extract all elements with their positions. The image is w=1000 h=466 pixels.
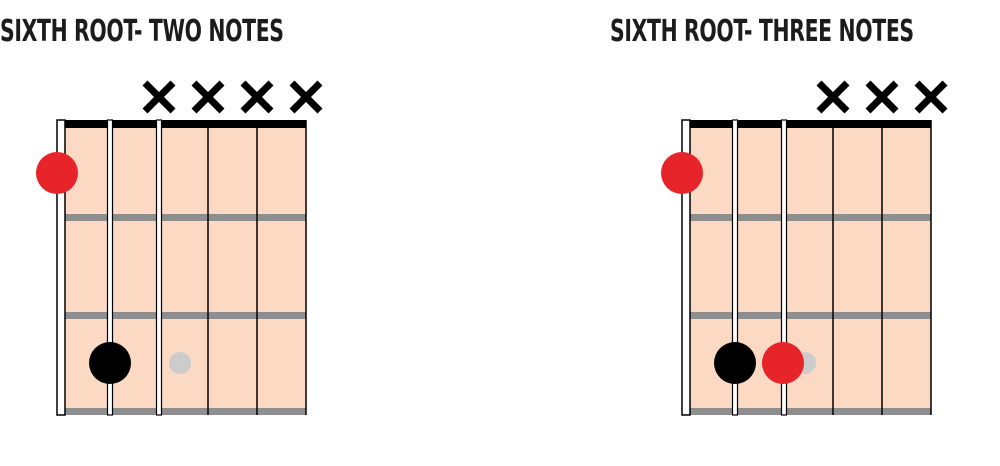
fret-wire-2 [61, 312, 306, 319]
mute-mark-string-5 [240, 80, 274, 114]
note-dot-3 [762, 342, 804, 384]
chord-diagram-three-notes [661, 80, 948, 416]
string-2 [106, 119, 114, 416]
fret-wire-1 [686, 214, 931, 221]
fret-wire-1 [61, 214, 306, 221]
string-2 [731, 119, 739, 416]
mute-mark-string-3 [142, 80, 176, 114]
mute-stroke-b [240, 80, 274, 114]
fret-wire-3 [686, 408, 931, 415]
string-1 [56, 119, 66, 416]
string-3 [155, 119, 163, 416]
diagram-title-three-notes: SIXTH ROOT- THREE NOTES [610, 14, 914, 49]
mute-mark-string-4 [191, 80, 225, 114]
mute-stroke-b [914, 80, 948, 114]
root-note-dot [36, 152, 78, 194]
chord-diagram-two-notes [36, 80, 323, 416]
mute-mark-string-6 [289, 80, 323, 114]
note-dot-1 [89, 342, 131, 384]
string-1 [681, 119, 691, 416]
mute-stroke-b [191, 80, 225, 114]
note-dot-1 [714, 342, 756, 384]
fret-wire-3 [61, 408, 306, 415]
nut [61, 120, 306, 128]
mute-stroke-b [142, 80, 176, 114]
mute-stroke-b [865, 80, 899, 114]
string-3 [780, 119, 788, 416]
mute-mark-string-4 [816, 80, 850, 114]
mute-mark-string-5 [865, 80, 899, 114]
fret-wire-2 [686, 312, 931, 319]
diagram-title-two-notes: SIXTH ROOT- TWO NOTES [0, 14, 284, 49]
mute-stroke-b [816, 80, 850, 114]
root-note-dot [661, 152, 703, 194]
mute-mark-string-6 [914, 80, 948, 114]
nut [686, 120, 931, 128]
mute-stroke-b [289, 80, 323, 114]
note-dot-2 [169, 352, 191, 374]
